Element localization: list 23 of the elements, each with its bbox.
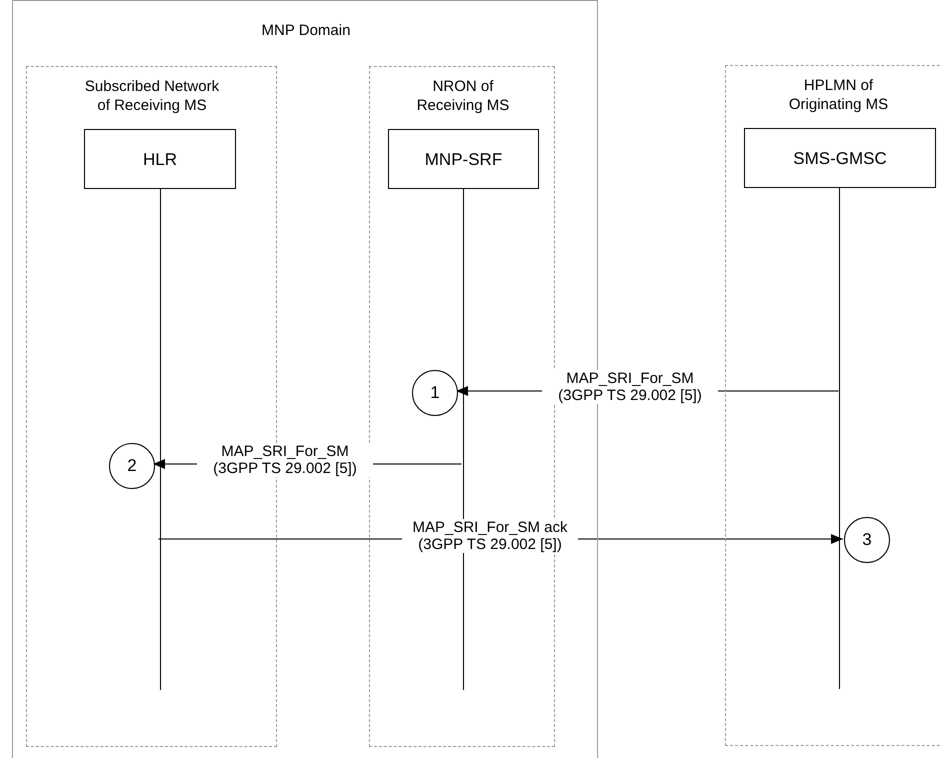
group-title: Subscribed Network of Receiving MS (84, 77, 220, 115)
step-circle (109, 443, 155, 489)
network-group (725, 65, 940, 746)
step-circle (844, 517, 890, 563)
edge-label: MAP_SRI_For_SM (3GPP TS 29.002 [5]) (542, 370, 718, 404)
step-number: 1 (430, 383, 440, 402)
entity-name: SMS-GMSC (793, 149, 887, 168)
entity-name: HLR (143, 150, 177, 169)
edge-label: MAP_SRI_For_SM ack (3GPP TS 29.002 [5]) (402, 519, 578, 553)
group-title: HPLMN of Originating MS (788, 76, 890, 114)
edge-label: MAP_SRI_For_SM (3GPP TS 29.002 [5]) (197, 443, 373, 477)
entity-name: MNP-SRF (424, 150, 502, 169)
domain-title: MNP Domain (260, 21, 352, 40)
entity-box (388, 129, 539, 189)
entity-box (84, 129, 236, 189)
step-circle (412, 370, 458, 416)
group-title: NRON of Receiving MS (416, 77, 510, 115)
step-number: 3 (862, 530, 872, 549)
lifeline (463, 189, 464, 690)
lifeline (160, 189, 161, 690)
lifeline (839, 188, 840, 689)
step-number: 2 (127, 456, 137, 475)
entity-box (744, 128, 936, 188)
